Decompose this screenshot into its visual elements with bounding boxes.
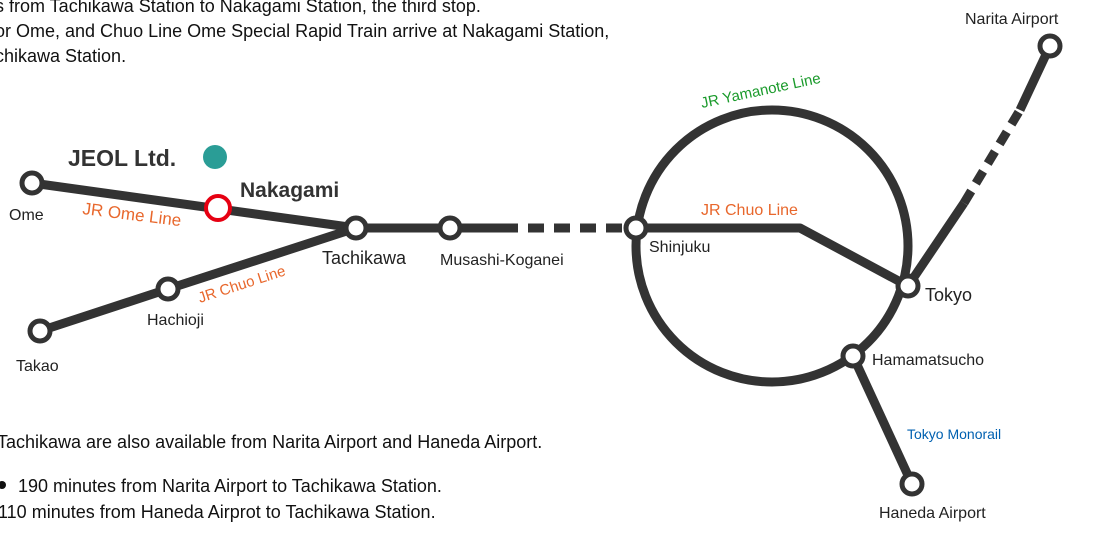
station-haneda-airport-label: Haneda Airport	[879, 505, 986, 522]
station-tokyo-label: Tokyo	[925, 285, 972, 305]
station-takao-marker	[27, 318, 53, 344]
note-narita-time: 190 minutes from Narita Airport to Tachi…	[18, 476, 442, 496]
intro-line-1: s from Tachikawa Station to Nakagami Sta…	[0, 0, 481, 16]
station-shinjuku-marker	[623, 215, 649, 241]
station-takao-label: Takao	[16, 358, 59, 375]
company-label: JEOL Ltd.	[68, 145, 176, 171]
monorail-track	[848, 354, 917, 486]
station-tachikawa-marker	[343, 215, 369, 241]
intro-line-3: chikawa Station.	[0, 46, 127, 66]
station-musashi-koganei-label: Musashi-Koganei	[440, 252, 564, 269]
tokyo-monorail-label: Tokyo Monorail	[907, 426, 1001, 442]
company-location-marker	[203, 145, 227, 169]
chuo-line-east-track	[636, 223, 911, 290]
station-nakagami-label: Nakagami	[240, 179, 339, 202]
station-ome-label: Ome	[9, 207, 44, 224]
note-haneda-time: 110 minutes from Haneda Airprot to Tachi…	[0, 502, 436, 522]
intro-line-2: or Ome, and Chuo Line Ome Special Rapid …	[0, 21, 610, 41]
ome-line-track	[27, 178, 361, 233]
narita-line-dashed-track	[960, 107, 1024, 206]
station-ome-marker	[19, 170, 45, 196]
yamanote-line-label: JR Yamanote Line	[699, 70, 822, 112]
station-shinjuku-label: Shinjuku	[649, 239, 710, 256]
station-narita-airport-marker	[1037, 33, 1063, 59]
note-airports: Tachikawa are also available from Narita…	[0, 432, 543, 452]
station-hamamatsucho-label: Hamamatsucho	[872, 352, 984, 369]
station-tachikawa-label: Tachikawa	[322, 248, 407, 268]
station-narita-airport-label: Narita Airport	[965, 11, 1059, 28]
station-hamamatsucho-marker	[840, 343, 866, 369]
station-tokyo-marker	[895, 273, 921, 299]
note-bullet-dot	[0, 481, 6, 489]
station-hachioji-label: Hachioji	[147, 312, 204, 329]
chuo-line-east-label: JR Chuo Line	[701, 202, 798, 219]
station-nakagami-marker	[204, 194, 232, 222]
yamanote-loop	[631, 105, 913, 387]
station-musashi-koganei-marker	[437, 215, 463, 241]
station-haneda-airport-marker	[899, 471, 925, 497]
station-hachioji-marker	[155, 276, 181, 302]
narita-line-track	[904, 200, 968, 289]
